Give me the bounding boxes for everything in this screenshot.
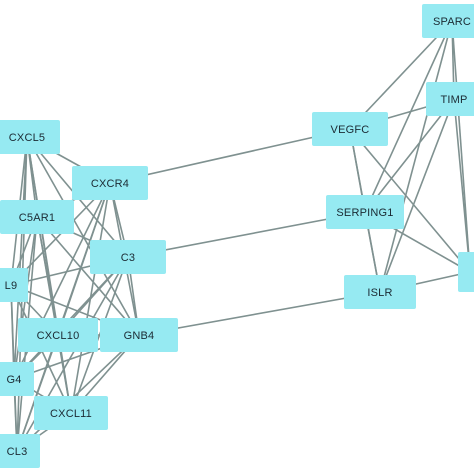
node-label: C3 (121, 252, 135, 264)
node-box (0, 434, 40, 468)
node-timp[interactable]: TIMP (426, 82, 474, 116)
node-cl3[interactable]: CL3 (0, 434, 40, 468)
edge-islr-timp (379, 98, 455, 293)
node-sparc[interactable]: SPARC (422, 4, 474, 38)
node-box (312, 112, 388, 146)
node-label: GNB4 (124, 330, 155, 342)
node-box (0, 268, 28, 302)
edge-c5ar1-gnb4 (36, 216, 140, 336)
node-c3[interactable]: C3 (90, 240, 166, 274)
node-label: ISLR (367, 287, 392, 299)
node-label: CXCR4 (91, 178, 129, 190)
node-label: SPARC (433, 16, 471, 28)
node-islr[interactable]: ISLR (344, 275, 416, 309)
node-label: G4 (6, 374, 21, 386)
node-box (422, 4, 474, 38)
node-box (18, 318, 98, 352)
node-box (0, 200, 74, 234)
node-r1[interactable] (458, 252, 474, 292)
edge-serping1-sparc (364, 20, 453, 213)
node-box (326, 195, 404, 229)
edge-serping1-timp (364, 98, 455, 213)
edge-islr-sparc (379, 20, 453, 293)
node-c5ar1[interactable]: C5AR1 (0, 200, 74, 234)
node-label: L9 (5, 280, 18, 292)
node-label: TIMP (440, 94, 467, 106)
edge-vegfc-sparc (349, 20, 453, 130)
node-box (100, 318, 178, 352)
node-l9[interactable]: L9 (0, 268, 28, 302)
node-box (90, 240, 166, 274)
node-label: VEGFC (331, 124, 370, 136)
edge-cxcr4-vegfc (109, 128, 351, 184)
edge-gnb4-islr (138, 291, 381, 336)
node-vegfc[interactable]: VEGFC (312, 112, 388, 146)
node-label: CXCL11 (50, 408, 92, 420)
node-label: CXCL5 (9, 132, 45, 144)
node-cxcl10[interactable]: CXCL10 (18, 318, 98, 352)
edge-gnb4-cl3 (16, 334, 140, 452)
edge-cxcl5-gnb4 (26, 136, 140, 336)
node-cxcr4[interactable]: CXCR4 (72, 166, 148, 200)
node-serping1[interactable]: SERPING1 (326, 195, 404, 229)
node-g4[interactable]: G4 (0, 362, 34, 396)
edge-layer (10, 20, 471, 452)
edge-timp-r1 (453, 98, 471, 273)
node-cxcl11[interactable]: CXCL11 (34, 396, 108, 430)
node-gnb4[interactable]: GNB4 (100, 318, 178, 352)
node-cxcl5[interactable]: CXCL5 (0, 120, 60, 154)
node-label: SERPING1 (336, 207, 393, 219)
node-box (34, 396, 108, 430)
node-label: CXCL10 (37, 330, 80, 342)
node-box (458, 252, 474, 292)
edge-sparc-r1 (451, 20, 471, 273)
node-box (0, 362, 34, 396)
node-box (426, 82, 474, 116)
edge-c3-serping1 (127, 211, 366, 258)
node-label: CL3 (7, 446, 28, 458)
node-box (344, 275, 416, 309)
node-box (72, 166, 148, 200)
node-label: C5AR1 (19, 212, 55, 224)
edge-vegfc-r1 (349, 128, 471, 273)
node-box (0, 120, 60, 154)
